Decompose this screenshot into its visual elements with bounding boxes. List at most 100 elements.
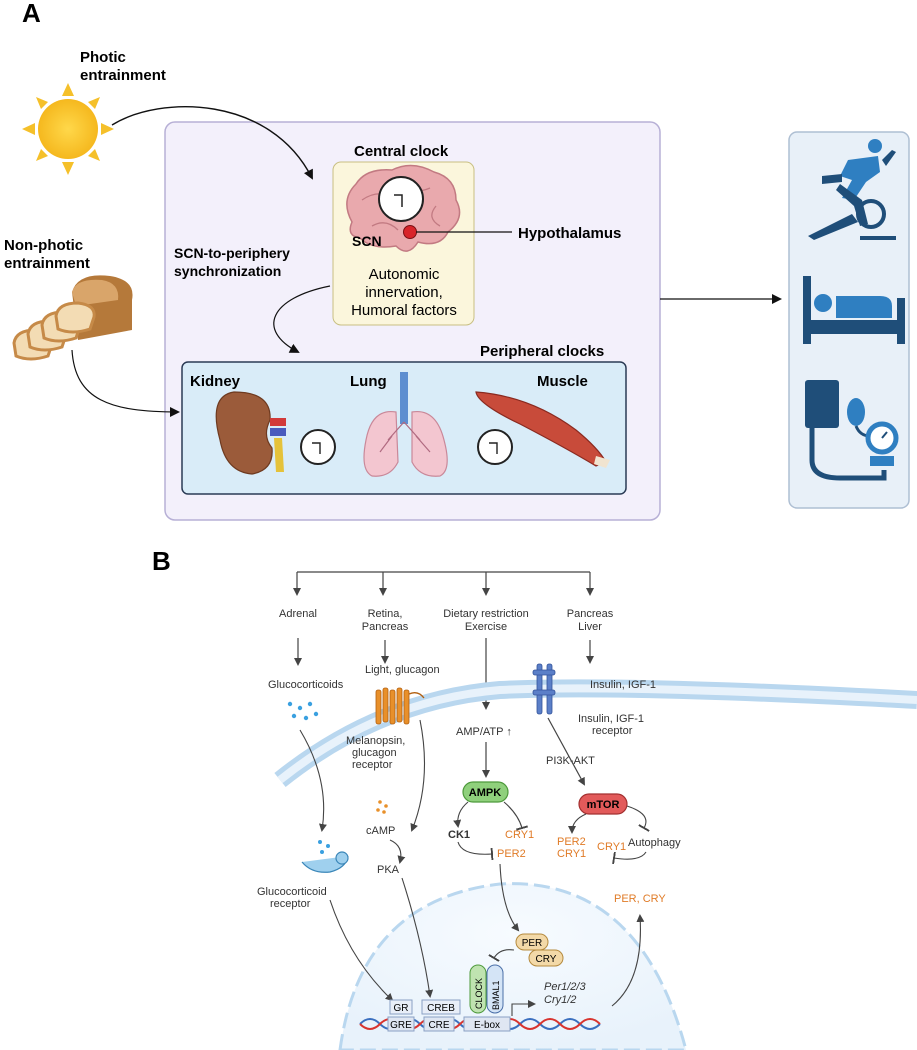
scn-marker <box>403 225 417 239</box>
camp-label: cAMP <box>366 825 395 837</box>
central-clock-label: Central clock <box>354 143 449 160</box>
camp-arrows <box>389 719 426 864</box>
autophagy-label: Autophagy <box>628 837 681 849</box>
photic-label-line2: entrainment <box>80 67 166 84</box>
creb-node <box>421 999 461 1015</box>
cry-label: CRY <box>536 954 557 965</box>
transcription-arrow <box>511 1000 536 1016</box>
dietary-label-line2: Exercise <box>465 621 507 633</box>
amp-atp-label: AMP/ATP ↑ <box>456 726 512 738</box>
autonomic-label-line3: Humoral factors <box>351 302 457 319</box>
exercise-bike-icon <box>808 139 896 240</box>
lung-icon <box>363 372 448 477</box>
top-bracket <box>293 571 594 596</box>
kidney-clock-icon <box>300 429 336 465</box>
ampk-node <box>462 781 509 803</box>
sync-label-line2: synchronization <box>174 263 281 279</box>
glucocorticoid-arrow <box>299 729 327 832</box>
cry1-label-c: CRY1 <box>597 841 626 853</box>
clock-label: CLOCK <box>474 978 484 1009</box>
mtor-inhibitions <box>568 805 650 865</box>
glucocorticoid-molecules <box>287 701 319 721</box>
sync-label-line1: SCN-to-periphery <box>174 245 290 261</box>
muscle-icon <box>475 391 610 468</box>
melanopsin-label-line2: glucagon <box>352 747 397 759</box>
cre-label: CRE <box>428 1020 449 1031</box>
cry-node <box>528 949 564 967</box>
pancreas-label-line1: Pancreas <box>567 608 614 620</box>
per2-label-b: PER2 <box>557 836 586 848</box>
peripheral-clocks-label: Peripheral clocks <box>480 343 604 360</box>
cry1-label-a: CRY1 <box>505 829 534 841</box>
clock-node <box>469 964 487 1014</box>
per-cry-label: PER, CRY <box>614 893 666 905</box>
retina-label-line1: Retina, <box>368 608 403 620</box>
dietary-label-line1: Dietary restriction <box>443 608 529 620</box>
hypothalamus-label: Hypothalamus <box>518 225 621 242</box>
nonphotic-arrow <box>71 349 180 417</box>
kidney-icon <box>215 391 286 475</box>
per-label: PER <box>522 938 543 949</box>
bmal1-label: BMAL1 <box>491 980 501 1010</box>
blood-pressure-monitor-icon <box>805 380 899 481</box>
autonomic-label-line2: innervation, <box>365 284 443 301</box>
photic-label-line1: Photic <box>80 49 126 66</box>
glucocorticoid-receptor-icon <box>301 840 349 873</box>
cry12-label: Cry1/2 <box>544 994 576 1006</box>
autonomic-label-line1: Autonomic <box>369 266 440 283</box>
peripheral-clocks-box <box>181 361 627 495</box>
ck1-label: CK1 <box>448 829 470 841</box>
insulin-receptor-icon <box>532 663 556 715</box>
insulin-receptor-label-line1: Insulin, IGF-1 <box>578 713 644 725</box>
ebox-label: E-box <box>474 1020 500 1031</box>
nonphotic-label-line1: Non-photic <box>4 237 83 254</box>
sun-icon <box>22 83 114 175</box>
gre-label: GRE <box>390 1020 412 1031</box>
ampk-label: AMPK <box>469 787 501 799</box>
gre-node <box>387 1016 415 1032</box>
pancreas-label-line2: Liver <box>578 621 602 633</box>
insulin-igf-label: Insulin, IGF-1 <box>590 679 656 691</box>
mtor-label: mTOR <box>587 799 620 811</box>
bread-icon <box>12 275 133 361</box>
ampk-inhibitions <box>453 801 529 861</box>
gr-label-line2: receptor <box>270 898 311 910</box>
muscle-label: Muscle <box>537 373 588 390</box>
adrenal-label: Adrenal <box>279 608 317 620</box>
bed-icon <box>803 276 905 344</box>
pi3k-label: PI3K-AKT <box>546 755 595 767</box>
gr-node <box>389 999 413 1015</box>
scn-label: SCN <box>352 233 382 249</box>
sync-arrow <box>273 285 331 353</box>
cre-node <box>423 1016 455 1032</box>
central-clock-icon <box>378 176 424 222</box>
gr-label-line1: Glucocorticoid <box>257 886 327 898</box>
panel-b-letter: B <box>152 546 171 576</box>
light-glucagon-label: Light, glucagon <box>365 664 440 676</box>
kidney-label: Kidney <box>190 373 241 390</box>
mtor-node <box>578 793 628 815</box>
lung-clock-icon <box>477 429 513 465</box>
nonphotic-label-line2: entrainment <box>4 255 90 272</box>
photic-arrow <box>111 106 313 180</box>
melanopsin-label-line3: receptor <box>352 759 393 771</box>
retina-label-line2: Pancreas <box>362 621 409 633</box>
melanopsin-label-line1: Melanopsin, <box>346 735 405 747</box>
insulin-receptor-label-line2: receptor <box>592 725 633 737</box>
ebox-node <box>463 1016 511 1032</box>
per123-label: Per1/2/3 <box>544 981 586 993</box>
per-node <box>515 933 549 951</box>
lung-label: Lung <box>350 373 387 390</box>
pka-label: PKA <box>377 864 400 876</box>
creb-label: CREB <box>427 1003 455 1014</box>
panel-a-letter: A <box>22 0 41 28</box>
percry-inhibition <box>488 949 515 962</box>
glucocorticoids-label: Glucocorticoids <box>268 679 344 691</box>
bmal1-node <box>486 964 504 1014</box>
pi3k-arrow <box>547 717 585 786</box>
cry1-label-b: CRY1 <box>557 848 586 860</box>
per2-label-a: PER2 <box>497 848 526 860</box>
gr-label: GR <box>394 1003 409 1014</box>
camp-molecules <box>376 800 388 814</box>
